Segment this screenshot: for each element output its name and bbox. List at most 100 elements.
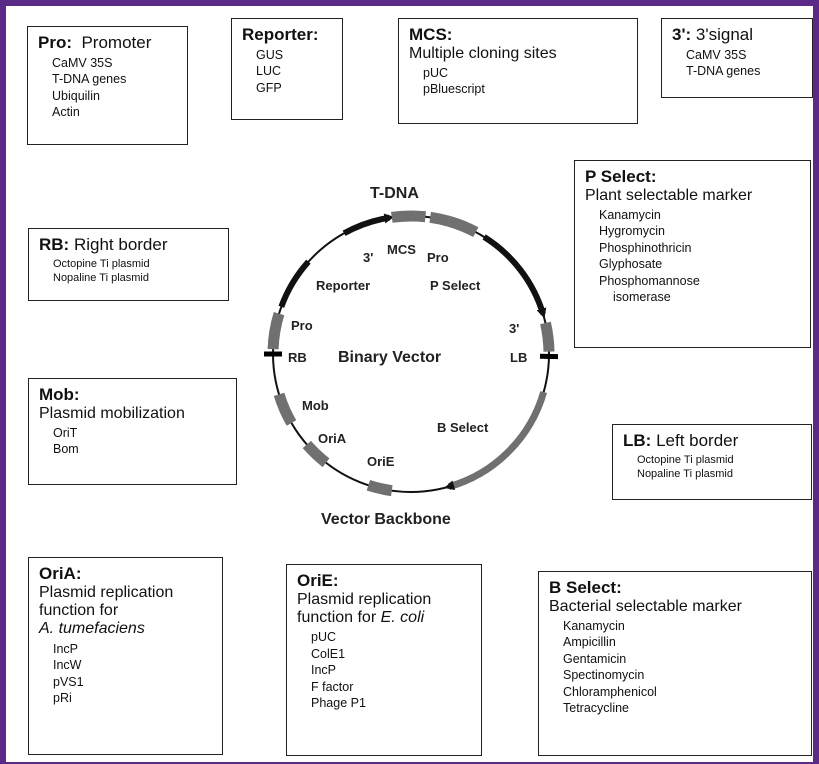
three-prime-box: 3': 3'signal CaMV 35S T-DNA genes bbox=[661, 18, 813, 98]
list-item: Hygromycin bbox=[599, 224, 665, 239]
list-item: Phosphinothricin bbox=[599, 240, 692, 255]
oria-line1: Plasmid replication bbox=[39, 583, 174, 601]
pro-to-reporter-arrow bbox=[278, 259, 311, 308]
pro-label-top: Pro bbox=[427, 250, 449, 265]
orie-box-key: OriE: bbox=[297, 571, 471, 591]
rb-label: RB bbox=[288, 350, 307, 365]
reporter-box: Reporter: GUS LUC GFP bbox=[231, 18, 343, 120]
orie-organism: E. coli bbox=[380, 608, 425, 626]
mcs-title: Multiple cloning sites bbox=[409, 44, 557, 62]
p-select-label: P Select bbox=[430, 278, 481, 293]
reporter-key: Reporter: bbox=[242, 25, 319, 44]
orie-label: OriE bbox=[367, 454, 395, 469]
pro-box: Pro: Promoter CaMV 35S T-DNA genes Ubiqu… bbox=[27, 26, 188, 145]
p-select-title: Plant selectable marker bbox=[585, 186, 753, 204]
list-item: Chloramphenicol bbox=[563, 684, 657, 699]
list-item: pBluescript bbox=[423, 82, 485, 97]
lb-label: LB bbox=[510, 350, 527, 365]
orie-line2-text: function for bbox=[297, 608, 381, 626]
list-item: CaMV 35S bbox=[686, 47, 747, 62]
plasmid-segments bbox=[264, 210, 559, 497]
mob-box-key: Mob: bbox=[39, 385, 226, 405]
three-prime-list: CaMV 35S T-DNA genes bbox=[672, 47, 802, 80]
list-item: IncP bbox=[53, 641, 79, 656]
p-select-box-key: P Select: bbox=[585, 167, 800, 187]
orie-line1: Plasmid replication bbox=[297, 590, 432, 608]
list-item: Ampicillin bbox=[563, 635, 616, 650]
b-select-box: B Select: Bacterial selectable marker Ka… bbox=[538, 571, 812, 756]
p-select-key: P Select: bbox=[585, 167, 657, 186]
t-dna-label: T-DNA bbox=[370, 185, 419, 202]
list-item: T-DNA genes bbox=[52, 72, 127, 87]
list-item: pRi bbox=[53, 691, 72, 706]
list-item: Bom bbox=[53, 442, 79, 457]
orie-box: OriE: Plasmid replication function for E… bbox=[286, 564, 482, 756]
list-item: T-DNA genes bbox=[686, 64, 761, 79]
pro-title: Promoter bbox=[81, 33, 152, 52]
orie-list: pUC ColE1 IncP F factor Phage P1 bbox=[297, 629, 471, 712]
list-item: Octopine Ti plasmid bbox=[637, 453, 734, 466]
vector-backbone-label: Vector Backbone bbox=[321, 511, 451, 528]
list-item: IncW bbox=[53, 658, 82, 673]
mcs-box: MCS: Multiple cloning sites pUC pBluescr… bbox=[398, 18, 638, 124]
mob-key: Mob: bbox=[39, 385, 80, 404]
mcs-box-key: MCS: bbox=[409, 25, 627, 45]
b-select-list: Kanamycin Ampicillin Gentamicin Spectino… bbox=[549, 618, 801, 717]
three-prime-label-right: 3' bbox=[509, 321, 519, 336]
p-select-arrow bbox=[482, 234, 547, 319]
reporter-list: GUS LUC GFP bbox=[242, 47, 332, 97]
three-prime-box-title: 3': 3'signal bbox=[672, 25, 802, 45]
mob-label: Mob bbox=[302, 398, 329, 413]
list-item: Octopine Ti plasmid bbox=[53, 257, 150, 270]
lb-key: LB: bbox=[623, 431, 652, 450]
orie-segment bbox=[366, 479, 393, 497]
pro-segment-left bbox=[267, 312, 285, 350]
p-select-list: Kanamycin Hygromycin Phosphinothricin Gl… bbox=[585, 207, 800, 306]
lb-list: Octopine Ti plasmid Nopaline Ti plasmid bbox=[623, 453, 801, 482]
mcs-key: MCS: bbox=[409, 25, 453, 44]
b-select-title: Bacterial selectable marker bbox=[549, 597, 742, 615]
oria-list: IncP IncW pVS1 pRi bbox=[39, 641, 212, 707]
mcs-label: MCS bbox=[387, 242, 416, 257]
list-item: Nopaline Ti plasmid bbox=[637, 468, 733, 481]
list-item: Phage P1 bbox=[311, 696, 366, 711]
rb-box-title: RB: Right border bbox=[39, 235, 218, 255]
rb-list: Octopine Ti plasmid Nopaline Ti plasmid bbox=[39, 257, 218, 286]
mcs-segment bbox=[429, 211, 451, 227]
rb-title: Right border bbox=[73, 235, 168, 254]
oria-organism: A. tumefaciens bbox=[39, 620, 145, 638]
mob-segment bbox=[273, 392, 297, 426]
mob-list: OriT Bom bbox=[39, 425, 226, 458]
oria-line2: function for bbox=[39, 601, 119, 619]
list-item: Ubiquilin bbox=[52, 88, 100, 103]
list-item: Glyphosate bbox=[599, 257, 663, 272]
list-item: GFP bbox=[256, 80, 282, 95]
lb-box: LB: Left border Octopine Ti plasmid Nopa… bbox=[612, 424, 812, 500]
list-item: Spectinomycin bbox=[563, 668, 645, 683]
lb-title: Left border bbox=[656, 431, 739, 450]
reporter-box-title: Reporter: bbox=[242, 25, 332, 45]
mcs-list: pUC pBluescript bbox=[409, 65, 627, 98]
list-item: F factor bbox=[311, 679, 354, 694]
list-item: Kanamycin bbox=[599, 207, 661, 222]
list-item: isomerase bbox=[613, 290, 671, 305]
list-item: CaMV 35S bbox=[52, 55, 113, 70]
mob-title: Plasmid mobilization bbox=[39, 404, 185, 422]
pro-label-left: Pro bbox=[291, 318, 313, 333]
list-item: pUC bbox=[311, 630, 337, 645]
list-item: Kanamycin bbox=[563, 618, 625, 633]
list-item: LUC bbox=[256, 64, 282, 79]
pro-list: CaMV 35S T-DNA genes Ubiquilin Actin bbox=[38, 55, 177, 121]
list-item: OriT bbox=[53, 425, 78, 440]
three-prime-segment-right bbox=[540, 321, 555, 352]
rb-box: RB: Right border Octopine Ti plasmid Nop… bbox=[28, 228, 229, 301]
pro-key: Pro: bbox=[38, 33, 72, 52]
list-item: Phosphomannose bbox=[599, 273, 700, 288]
oria-key: OriA: bbox=[39, 564, 82, 583]
rb-key: RB: bbox=[39, 235, 70, 254]
binary-vector-label: Binary Vector bbox=[338, 349, 441, 366]
list-item: IncP bbox=[311, 663, 337, 678]
list-item: Tetracycline bbox=[563, 701, 629, 716]
list-item: pVS1 bbox=[53, 674, 84, 689]
